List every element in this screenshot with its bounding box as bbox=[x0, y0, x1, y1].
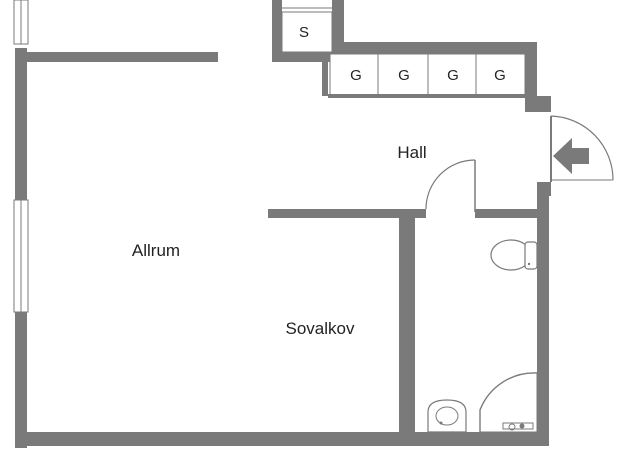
toilet-icon bbox=[490, 239, 538, 271]
storage-g-4 bbox=[475, 53, 526, 97]
entrance-arrow-icon bbox=[553, 138, 589, 174]
bathroom-door bbox=[425, 159, 476, 212]
storage-g-3 bbox=[427, 53, 477, 97]
closet-s bbox=[281, 11, 333, 53]
wall-upper-right bbox=[332, 42, 537, 54]
storage-g-bottom bbox=[328, 94, 537, 98]
storage-g-label-1: G bbox=[350, 67, 362, 84]
wall-top-mid bbox=[272, 52, 332, 62]
room-label-sovalkov: Sovalkov bbox=[286, 319, 355, 338]
wall-g-left bbox=[322, 54, 328, 96]
room-label-allrum: Allrum bbox=[132, 241, 180, 260]
wall-right-lower bbox=[537, 182, 549, 446]
storage-g-row: G G G G bbox=[328, 53, 537, 98]
wall-right-upper bbox=[525, 42, 537, 112]
wall-closet-left bbox=[272, 0, 282, 55]
entrance-door bbox=[550, 115, 614, 182]
wall-bath-top bbox=[475, 209, 537, 218]
wall-sovalkov-top bbox=[268, 209, 426, 218]
wall-top-allrum bbox=[15, 52, 218, 62]
room-label-hall: Hall bbox=[397, 143, 426, 162]
wall-bath-left bbox=[399, 209, 415, 434]
storage-g-label-3: G bbox=[447, 67, 459, 84]
closet-s-label: S bbox=[299, 24, 309, 41]
wall-right-notch bbox=[537, 96, 551, 112]
sink-icon bbox=[427, 399, 467, 433]
shower-icon bbox=[479, 372, 538, 433]
storage-g-label-4: G bbox=[494, 67, 506, 84]
wall-bottom bbox=[15, 432, 548, 446]
storage-g-label-2: G bbox=[398, 67, 410, 84]
storage-g-2 bbox=[377, 53, 429, 97]
